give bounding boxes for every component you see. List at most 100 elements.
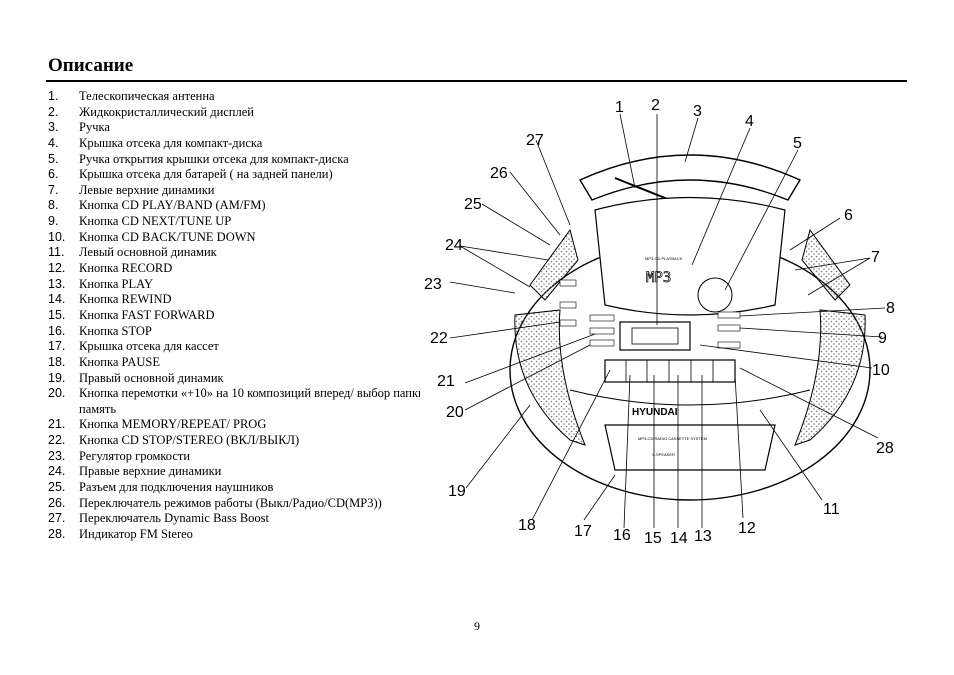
left-main-speaker	[794, 309, 866, 446]
list-item: 4.Крышка отсека для компакт-диска	[48, 136, 428, 152]
list-item-text: Левый основной динамик	[79, 245, 217, 260]
list-item-number: 21.	[48, 417, 66, 432]
list-item: 24.Правые верхние динамики	[48, 464, 428, 480]
list-item-number: 15.	[48, 307, 66, 322]
list-item-text: Ручка открытия крышки отсека для компакт…	[79, 151, 349, 166]
list-item-text: Кнопка RECORD	[79, 261, 173, 276]
list-item: 25.Разъем для подключения наушников	[48, 480, 428, 496]
cd-next-button	[717, 324, 741, 332]
list-item-number: 9.	[48, 214, 59, 229]
list-item-number: 11.	[48, 245, 65, 260]
callout-25: 25	[464, 196, 482, 213]
display-caption: MP3-CD PLAYBACK	[645, 256, 683, 261]
device-diagram: MP3-CD PLAYBACK MP3 HYUNDAI MP3-CD RADIO…	[420, 90, 910, 547]
list-item-text: Кнопка CD BACK/TUNE DOWN	[79, 229, 256, 244]
list-item-text: Индикатор FM Stereo	[79, 526, 193, 541]
cd-lid	[594, 196, 786, 316]
memory-repeat-button	[589, 339, 615, 347]
list-item: 26.Переключатель режимов работы (Выкл/Ра…	[48, 496, 428, 512]
list-item: 19. Правый основной динамик	[48, 371, 428, 387]
callout-27: 27	[526, 132, 544, 149]
list-item-text: Правый основной динамик	[79, 370, 224, 385]
list-item-text: Кнопка CD NEXT/TUNE UP	[79, 214, 232, 229]
list-item-text: Кнопка PAUSE	[79, 354, 160, 369]
list-item-number: 14.	[48, 292, 66, 307]
list-item-number: 13.	[48, 276, 66, 291]
list-item-text: Левые верхние динамики	[79, 182, 215, 197]
cd-play-band-button	[717, 311, 741, 319]
list-item-text: Правые верхние динамики	[79, 464, 222, 479]
list-item-text: Ручка	[79, 120, 110, 135]
right-upper-speakers	[529, 228, 579, 301]
brand-logo: HYUNDAI	[632, 407, 678, 418]
list-item-text: Крышка отсека для компакт-диска	[79, 135, 263, 150]
list-item-number: 17.	[48, 339, 66, 354]
cd-stop-stereo-button	[559, 319, 577, 327]
callout-19: 19	[448, 483, 466, 500]
list-item: 3. Ручка	[48, 120, 428, 136]
callout-20: 20	[446, 404, 464, 421]
list-item: 1.Телескопическая антенна	[48, 89, 428, 105]
dbb-switch	[559, 301, 577, 309]
callout-2: 2	[651, 97, 660, 114]
callout-13: 13	[694, 528, 712, 545]
list-item-text: Крышка отсека для батарей ( на задней па…	[79, 167, 333, 182]
list-item-text: Кнопка FAST FORWARD	[79, 307, 215, 322]
list-item-text: Кнопка PLAY	[79, 276, 154, 291]
list-item-text: Жидкокристаллический дисплей	[79, 104, 254, 119]
list-item: 20.Кнопка перемотки «+10» на 10 композиц…	[48, 386, 428, 417]
callout-28: 28	[876, 440, 894, 457]
list-item-text: Кнопка STOP	[79, 323, 152, 338]
callout-10: 10	[872, 362, 890, 379]
plus10-button	[589, 327, 615, 335]
list-item-text: Кнопка REWIND	[79, 292, 172, 307]
list-item-text: Кнопка MEMORY/REPEAT/ PROG	[79, 417, 267, 432]
list-item: 9. Кнопка CD NEXT/TUNE UP	[48, 214, 428, 230]
callout-9: 9	[878, 330, 887, 347]
list-item: 11. Левый основной динамик	[48, 245, 428, 261]
callout-24: 24	[445, 237, 463, 254]
display-mp3-text: MP3	[646, 270, 671, 286]
model-caption: MP3-CD RADIO CASSETTE SYSTEM	[638, 436, 707, 441]
list-item: 10.Кнопка CD BACK/TUNE DOWN	[48, 230, 428, 246]
cassette-keys	[604, 359, 736, 383]
callout-18: 18	[518, 517, 536, 534]
list-item-number: 3.	[48, 120, 59, 135]
list-item: 8.Кнопка CD PLAY/BAND (AM/FM)	[48, 198, 428, 214]
callout-4: 4	[745, 113, 754, 130]
function-switch	[559, 279, 577, 287]
callout-12: 12	[738, 520, 756, 537]
list-item-number: 23.	[48, 448, 66, 463]
title-rule	[46, 80, 907, 82]
callout-21: 21	[437, 373, 455, 390]
device-diagram-svg: MP3-CD PLAYBACK MP3 HYUNDAI MP3-CD RADIO…	[420, 90, 910, 547]
list-item-number: 6.	[48, 167, 59, 182]
list-item-text: Кнопка CD STOP/STEREO (ВКЛ/ВЫКЛ)	[79, 433, 300, 448]
callout-numbers: 1 2 3 4 5 6 7 8 9 10 11 12 13 14 15 16 1…	[424, 97, 895, 547]
leader-lines	[449, 113, 886, 529]
callout-3: 3	[693, 103, 702, 120]
cd-lid-release	[697, 277, 733, 313]
list-item-text: Переключатель Dynamic Bass Boost	[79, 511, 269, 526]
callout-1: 1	[615, 99, 624, 116]
list-item-number: 22.	[48, 433, 66, 448]
list-item: 21. Кнопка MEMORY/REPEAT/ PROG	[48, 417, 428, 433]
callout-26: 26	[490, 165, 508, 182]
list-item: 13. Кнопка PLAY	[48, 277, 428, 293]
list-item-number: 26.	[48, 495, 66, 510]
list-item: 5.Ручка открытия крышки отсека для компа…	[48, 152, 428, 168]
callout-22: 22	[430, 330, 448, 347]
list-item-text: Телескопическая антенна	[79, 89, 215, 103]
handle	[578, 154, 802, 201]
cd-back-button	[717, 341, 741, 349]
list-item-text: Разъем для подключения наушников	[79, 480, 274, 495]
list-item-text: Кнопка CD PLAY/BAND (AM/FM)	[79, 198, 266, 213]
list-item-text: Крышка отсека для кассет	[79, 339, 219, 354]
list-item-number: 20.	[48, 386, 66, 401]
list-item-number: 19.	[48, 370, 66, 385]
lcd-window	[631, 327, 679, 345]
callout-16: 16	[613, 527, 631, 544]
callout-11: 11	[823, 501, 840, 518]
list-item: 16.Кнопка STOP	[48, 324, 428, 340]
